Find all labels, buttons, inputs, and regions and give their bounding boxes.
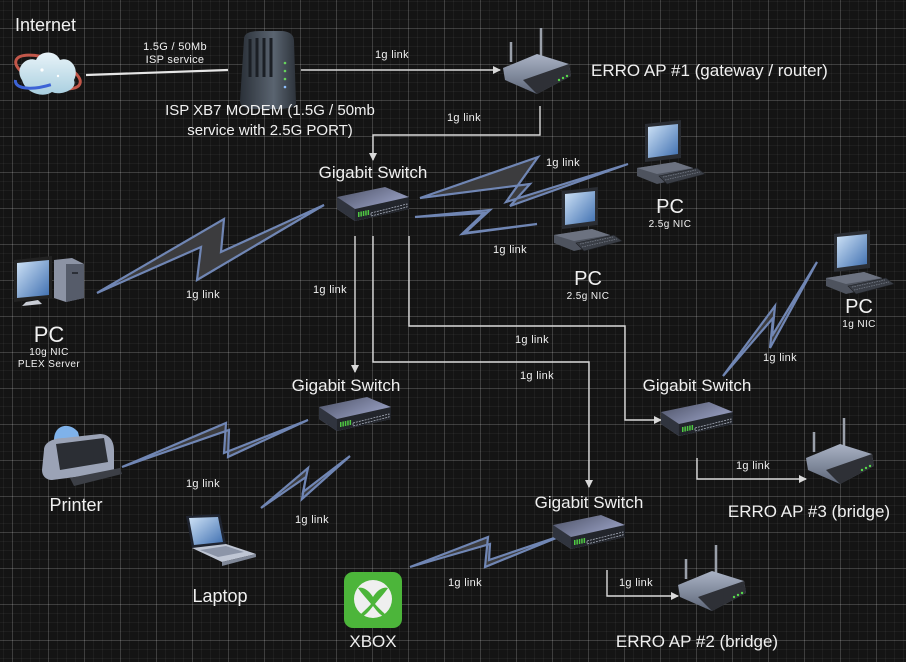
isp-service-speed: 1.5G / 50Mb — [143, 41, 207, 53]
link-label-switch-switch-right: 1g link — [515, 334, 549, 346]
wireless-link-switch-bottom-xbox — [409, 532, 567, 569]
printer-label: Printer — [49, 495, 103, 515]
pc-mid-label: PC — [574, 268, 602, 290]
pc-top-nic: 2.5g NIC — [648, 219, 692, 230]
laptop-label: Laptop — [192, 586, 248, 606]
link-label-switch-bottom-ap2: 1g link — [619, 577, 653, 589]
switch-main-label: Gigabit Switch — [318, 163, 428, 182]
desktop-pc-icon — [554, 187, 623, 252]
xbox-label: XBOX — [349, 632, 397, 651]
ap2-label: ERRO AP #2 (bridge) — [615, 632, 779, 651]
wireless-link-switch-pc-plex — [96, 203, 325, 295]
network-switch-icon — [661, 402, 733, 436]
wireless-link-switch-left-laptop — [260, 455, 351, 509]
connector-switch-right-ap3 — [696, 458, 807, 483]
link-label-switch-bottom-xbox: 1g link — [448, 577, 482, 589]
connector-ap1-switch-main — [369, 106, 541, 161]
network-switch-icon — [337, 187, 409, 221]
wireless-router-icon — [678, 545, 746, 611]
link-label-switch-pc-plex: 1g link — [186, 289, 220, 301]
pc-mid-nic: 2.5g NIC — [566, 291, 610, 302]
pc-plex-caption: PC 10g NIC PLEX Server — [18, 322, 80, 370]
connector-switch-main-switch-right — [408, 236, 662, 424]
wireless-router-icon — [806, 418, 874, 484]
link-label-switch-right-ap3: 1g link — [736, 460, 770, 472]
internet-label: Internet — [15, 15, 77, 35]
pc-plex-role: PLEX Server — [17, 358, 81, 370]
pc-top-label: PC — [656, 196, 684, 218]
network-switch-icon — [319, 397, 391, 431]
wireless-router-icon — [503, 28, 571, 94]
connectors — [85, 66, 807, 600]
link-label-switch-left-printer: 1g link — [186, 478, 220, 490]
wireless-link-switch-right-pc — [722, 261, 818, 377]
link-label-switch-switch-left: 1g link — [313, 284, 347, 296]
link-label-switch-right-pc: 1g link — [763, 352, 797, 364]
link-label-ap1-switch: 1g link — [447, 112, 481, 124]
connector-switch-main-switch-bottom — [372, 236, 593, 488]
desktop-pc-icon — [826, 230, 895, 295]
link-label-switch-switch-bottom: 1g link — [520, 370, 554, 382]
ap1-label: ERRO AP #1 (gateway / router) — [591, 61, 828, 80]
wireless-link-switch-pc-mid — [414, 208, 538, 236]
desktop-tower-icon — [14, 256, 84, 306]
isp-service-label: 1.5G / 50Mb ISP service — [143, 41, 207, 66]
link-label-switch-pc-mid: 1g link — [493, 244, 527, 256]
isp-service-text: ISP service — [145, 53, 205, 66]
desktop-pc-icon — [637, 120, 706, 185]
connector-switch-bottom-ap2 — [606, 570, 679, 600]
pc-top-caption: PC 2.5g NIC — [649, 196, 692, 231]
modem-label-line2: service with 2.5G PORT) — [187, 122, 353, 139]
laptop-icon — [186, 514, 256, 566]
modem-label: ISP XB7 MODEM (1.5G / 50mb service with … — [165, 101, 375, 141]
switch-right-label: Gigabit Switch — [642, 376, 752, 395]
cable-modem-icon — [240, 31, 296, 109]
pc-right-nic: 1g NIC — [842, 319, 876, 330]
xbox-icon — [344, 572, 402, 628]
wireless-link-switch-left-printer — [121, 418, 309, 469]
pc-plex-nic: 10g NIC — [29, 347, 69, 359]
internet-cloud-icon — [13, 52, 83, 95]
printer-icon — [42, 425, 122, 486]
pc-mid-caption: PC 2.5g NIC — [567, 268, 610, 303]
modem-label-line1: ISP XB7 MODEM (1.5G / 50mb — [165, 102, 375, 119]
ap3-label: ERRO AP #3 (bridge) — [727, 502, 891, 521]
link-label-modem-ap1: 1g link — [375, 49, 409, 61]
wireless-link-switch-pc-top — [419, 154, 629, 208]
pc-right-caption: PC 1g NIC — [842, 296, 876, 331]
network-switch-icon — [553, 515, 625, 549]
pc-right-label: PC — [845, 296, 873, 318]
isp-service-line — [85, 68, 229, 77]
link-label-switch-left-laptop: 1g link — [295, 514, 329, 526]
switch-left-label: Gigabit Switch — [291, 376, 401, 395]
pc-plex-label: PC — [33, 322, 65, 347]
link-label-switch-pc-top: 1g link — [546, 157, 580, 169]
switch-bottom-label: Gigabit Switch — [534, 493, 644, 512]
wireless-links — [96, 154, 818, 569]
